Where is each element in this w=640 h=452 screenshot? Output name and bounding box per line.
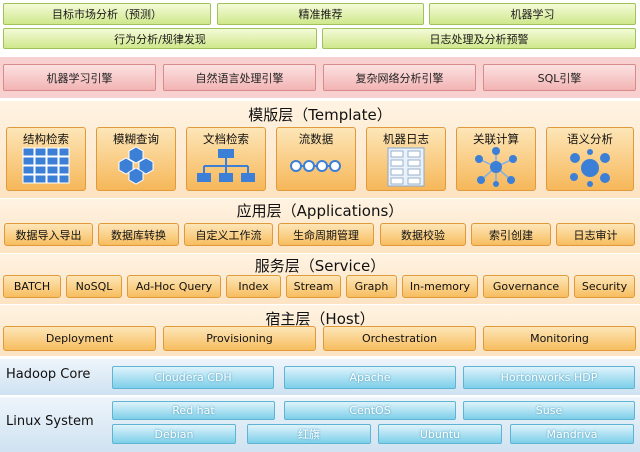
bubble-cluster-icon: [570, 149, 610, 187]
template-layer-title: 模版层（Template）: [248, 105, 392, 124]
linux-centos: CentOS: [284, 401, 456, 420]
host-provisioning: Provisioning: [163, 326, 316, 351]
top-box-log-processing: 日志处理及分析预警: [322, 28, 636, 49]
host-layer-title: 宿主层（Host）: [265, 309, 375, 328]
app-data-import-export: 数据导入导出: [4, 223, 93, 246]
top-box-machine-learning: 机器学习: [429, 3, 636, 25]
template-machine-log: 机器日志: [366, 127, 446, 191]
applications-layer-title: 应用层（Applications）: [236, 201, 404, 220]
linux-redhat: Red hat: [112, 401, 275, 420]
template-label: 流数据: [298, 132, 334, 146]
service-index: Index: [226, 275, 281, 298]
app-lifecycle-management: 生命周期管理: [278, 223, 374, 246]
host-orchestration: Orchestration: [323, 326, 476, 351]
app-data-validation: 数据校验: [380, 223, 466, 246]
linux-mandriva: Mandriva: [510, 424, 634, 444]
template-semantic-analysis: 语义分析: [546, 127, 634, 191]
template-label: 机器日志: [383, 132, 429, 146]
engine-nlp: 自然语言处理引擎: [163, 64, 316, 91]
template-label: 语义分析: [567, 132, 613, 146]
top-box-behavior-analysis: 行为分析/规律发现: [3, 28, 317, 49]
template-document-search: 文档检索: [186, 127, 266, 191]
linux-redflag: 红旗: [247, 424, 371, 444]
template-label: 文档检索: [203, 132, 249, 146]
host-deployment: Deployment: [3, 326, 156, 351]
linux-debian: Debian: [112, 424, 236, 444]
service-in-memory: In-memory: [402, 275, 478, 298]
table-icon: [22, 147, 70, 184]
linux-system-label: Linux System: [6, 414, 94, 429]
engine-network: 复杂网络分析引擎: [323, 64, 476, 91]
template-fuzzy-query: 模糊查询: [96, 127, 176, 191]
app-database-convert: 数据库转换: [98, 223, 179, 246]
service-security: Security: [574, 275, 635, 298]
linux-ubuntu: Ubuntu: [378, 424, 502, 444]
chain-icon: [290, 160, 341, 172]
template-structured-search: 结构检索: [6, 127, 86, 191]
app-custom-workflow: 自定义工作流: [184, 223, 273, 246]
hadoop-core-label: Hadoop Core: [6, 367, 91, 382]
template-stream-data: 流数据: [276, 127, 356, 191]
engine-sql: SQL引擎: [483, 64, 636, 91]
top-box-target-market: 目标市场分析（预测）: [3, 3, 211, 25]
service-batch: BATCH: [3, 275, 61, 298]
hadoop-cloudera: Cloudera CDH: [112, 366, 274, 389]
service-governance: Governance: [483, 275, 569, 298]
top-box-precision-recommend: 精准推荐: [217, 3, 424, 25]
hierarchy-icon: [197, 149, 255, 182]
hadoop-hortonworks: Hortonworks HDP: [463, 366, 635, 389]
app-log-audit: 日志审计: [556, 223, 635, 246]
service-graph: Graph: [346, 275, 397, 298]
app-index-creation: 索引创建: [471, 223, 551, 246]
template-label: 模糊查询: [113, 132, 159, 146]
service-stream: Stream: [286, 275, 341, 298]
network-icon: [475, 147, 517, 187]
linux-suse: Suse: [463, 401, 635, 420]
hexagon-cluster-icon: [118, 146, 154, 185]
engine-ml: 机器学习引擎: [3, 64, 156, 91]
hadoop-apache: Apache: [284, 366, 456, 389]
service-adhoc-query: Ad-Hoc Query: [127, 275, 221, 298]
log-grid-icon: [387, 147, 425, 187]
service-layer-title: 服务层（Service）: [254, 256, 386, 275]
host-monitoring: Monitoring: [483, 326, 636, 351]
template-correlation-compute: 关联计算: [456, 127, 536, 191]
service-nosql: NoSQL: [66, 275, 122, 298]
template-label: 关联计算: [473, 132, 519, 146]
template-label: 结构检索: [23, 132, 69, 146]
